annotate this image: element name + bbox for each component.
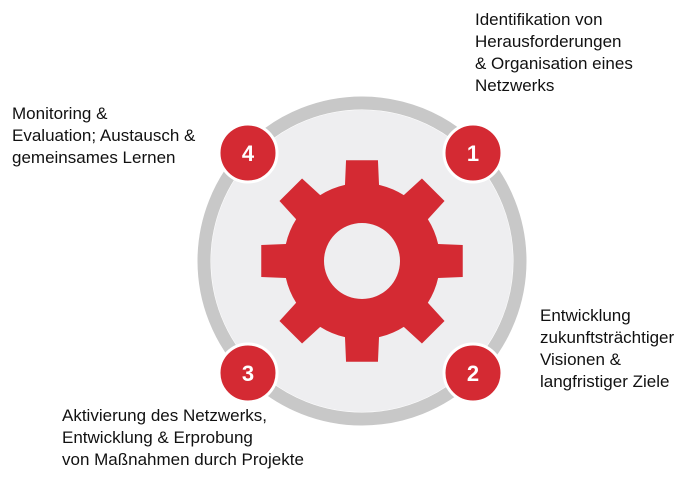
step-label-2: Entwicklung zukunftsträchtiger Visionen … [540,305,674,393]
step-4-line-3: gemeinsames Lernen [12,148,176,167]
step-2-line-2: zukunftsträchtiger [540,328,675,347]
cycle-inner-disk [211,110,513,412]
step-2-line-3: Visionen & [540,350,621,369]
step-2-line-4: langfristiger Ziele [540,372,670,391]
cycle-ring [197,96,527,426]
step-number-1: 1 [467,141,479,166]
gear-icon [261,160,463,362]
step-badge-1: 1 [442,122,504,184]
step-1-line-2: Herausforderungen [475,32,622,51]
step-badge-2: 2 [442,342,504,404]
step-1-line-1: Identifikation von [475,10,603,29]
step-3-line-1: Aktivierung des Netzwerks, [62,406,268,425]
step-4-line-2: Evaluation; Austausch & [12,126,196,145]
step-badge-4: 4 [217,122,279,184]
step-badge-3: 3 [217,342,279,404]
step-2-line-1: Entwicklung [540,306,631,325]
step-3-line-3: von Maßnahmen durch Projekte [62,450,304,469]
step-number-3: 3 [242,361,254,386]
step-number-2: 2 [467,361,479,386]
step-number-4: 4 [242,141,255,166]
step-3-line-2: Entwicklung & Erprobung [62,428,253,447]
step-1-line-4: Netzwerks [475,76,555,95]
step-1-line-3: & Organisation eines [475,54,633,73]
step-label-4: Monitoring & Evaluation; Austausch & gem… [12,103,195,169]
step-label-3: Aktivierung des Netzwerks, Entwicklung &… [62,405,304,471]
step-label-1: Identifikation von Herausforderungen & O… [475,9,633,97]
step-4-line-1: Monitoring & [12,104,108,123]
